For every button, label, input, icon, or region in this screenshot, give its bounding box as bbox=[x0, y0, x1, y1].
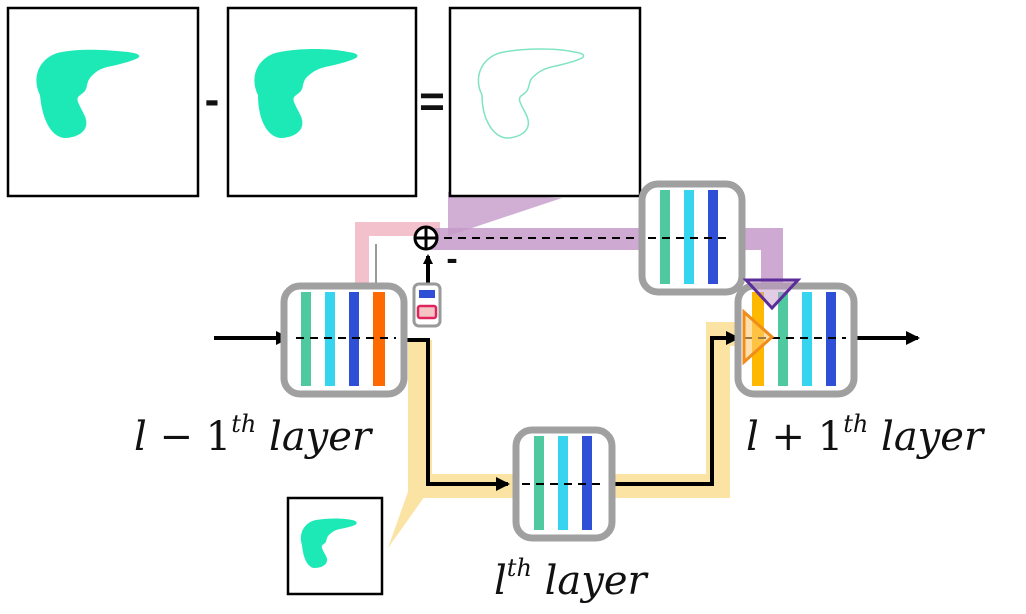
next-layer-label: l + 1th layer bbox=[746, 410, 986, 460]
next-layer-node bbox=[734, 282, 858, 398]
edge-map-shape bbox=[477, 48, 585, 139]
mask-shape-b bbox=[254, 49, 358, 138]
orange-triangle bbox=[742, 308, 775, 366]
gate-red-box bbox=[416, 304, 438, 320]
curr-feature-blue bbox=[582, 436, 592, 530]
skip-path-up bbox=[612, 331, 740, 486]
purple-triangle bbox=[742, 278, 802, 311]
equals-operator: = bbox=[419, 77, 445, 126]
purple-wedge bbox=[448, 192, 562, 236]
prev-feature-teal bbox=[301, 292, 311, 386]
next-feature-teal bbox=[778, 292, 788, 386]
yellow-wedge bbox=[388, 486, 432, 548]
negative-sign: - bbox=[446, 240, 457, 278]
minus-operator: - bbox=[205, 75, 220, 124]
edge-map-panel bbox=[448, 6, 642, 198]
prev-layer-label: l − 1th layer bbox=[134, 410, 374, 460]
curr-feature-cyan bbox=[558, 436, 568, 530]
mask-panel-b bbox=[226, 6, 418, 198]
mask-shape-a bbox=[36, 49, 140, 138]
curr-layer-label: lth layer bbox=[494, 554, 650, 604]
skip-path-down bbox=[406, 338, 510, 491]
prev-feature-orange bbox=[373, 292, 385, 386]
gate-blue-bar bbox=[419, 290, 435, 298]
boundary-feature-cyan bbox=[684, 190, 694, 284]
boundary-feature-blue bbox=[708, 190, 718, 284]
mask-panel-a bbox=[6, 6, 200, 198]
mask-thumbnail-shape bbox=[300, 518, 357, 568]
